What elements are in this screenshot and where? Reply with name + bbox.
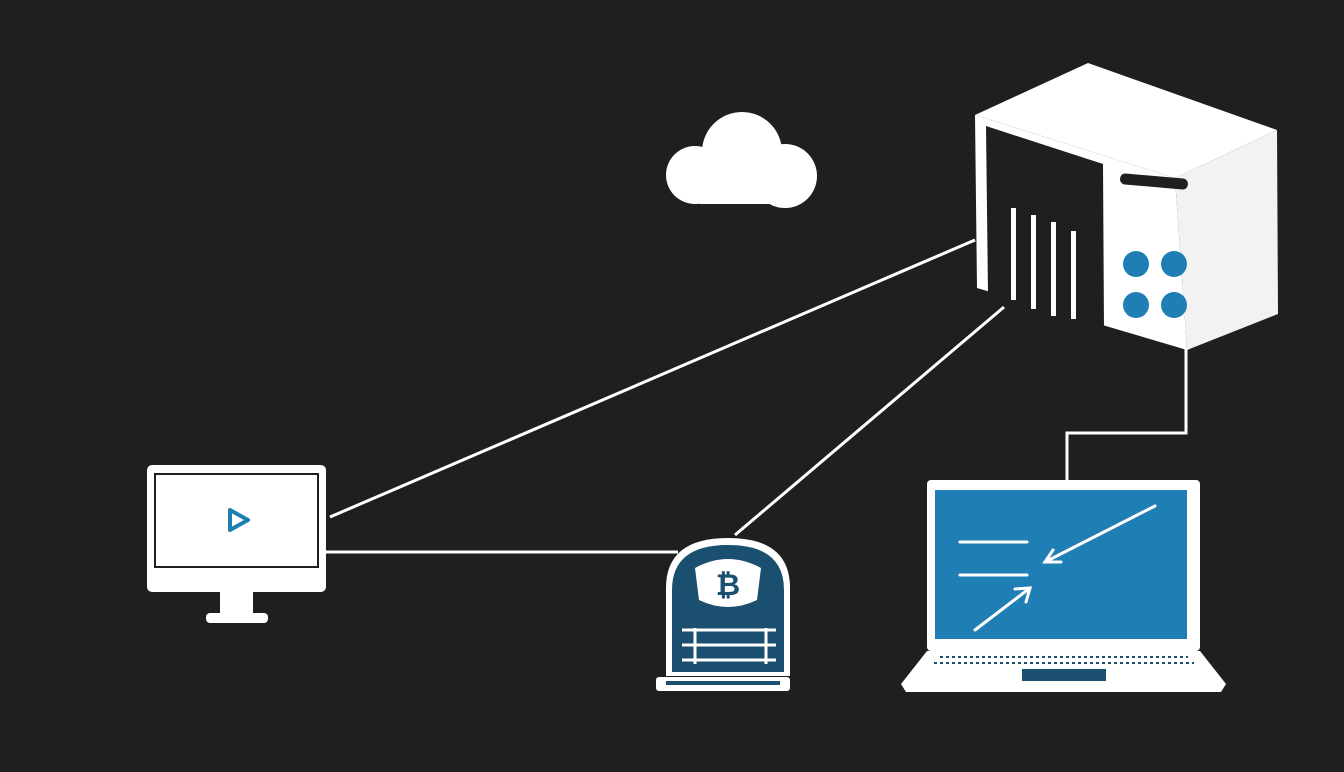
arrows-icon [958,504,1157,632]
monitor-icon [147,465,326,623]
monitor-base [206,613,268,623]
cloud-icon [666,112,817,208]
bitcoin-symbol: ₿ [716,568,740,603]
connections [326,238,1188,554]
terminal-badge [695,559,761,607]
laptop-icon [901,480,1226,692]
monitor-screen [154,473,319,568]
bitcoin-terminal-icon: ₿ [656,538,790,691]
link-server-bitcoin-terminal [734,305,1005,537]
laptop-keys [934,656,1194,664]
laptop-touchpad [1022,669,1106,681]
server-side-face [1175,130,1278,350]
terminal-vents [682,628,776,664]
server-top-face [975,63,1277,178]
server-icon [975,63,1278,350]
server-vents [1011,208,1076,319]
server-slot [1120,173,1188,190]
server-status-lights [1123,251,1187,318]
play-icon [228,508,250,532]
laptop-screen [935,490,1187,639]
terminal-base-slot [666,681,780,685]
monitor-neck [220,592,253,614]
link-server-monitor [329,238,976,519]
link-server-laptop [1065,348,1188,480]
